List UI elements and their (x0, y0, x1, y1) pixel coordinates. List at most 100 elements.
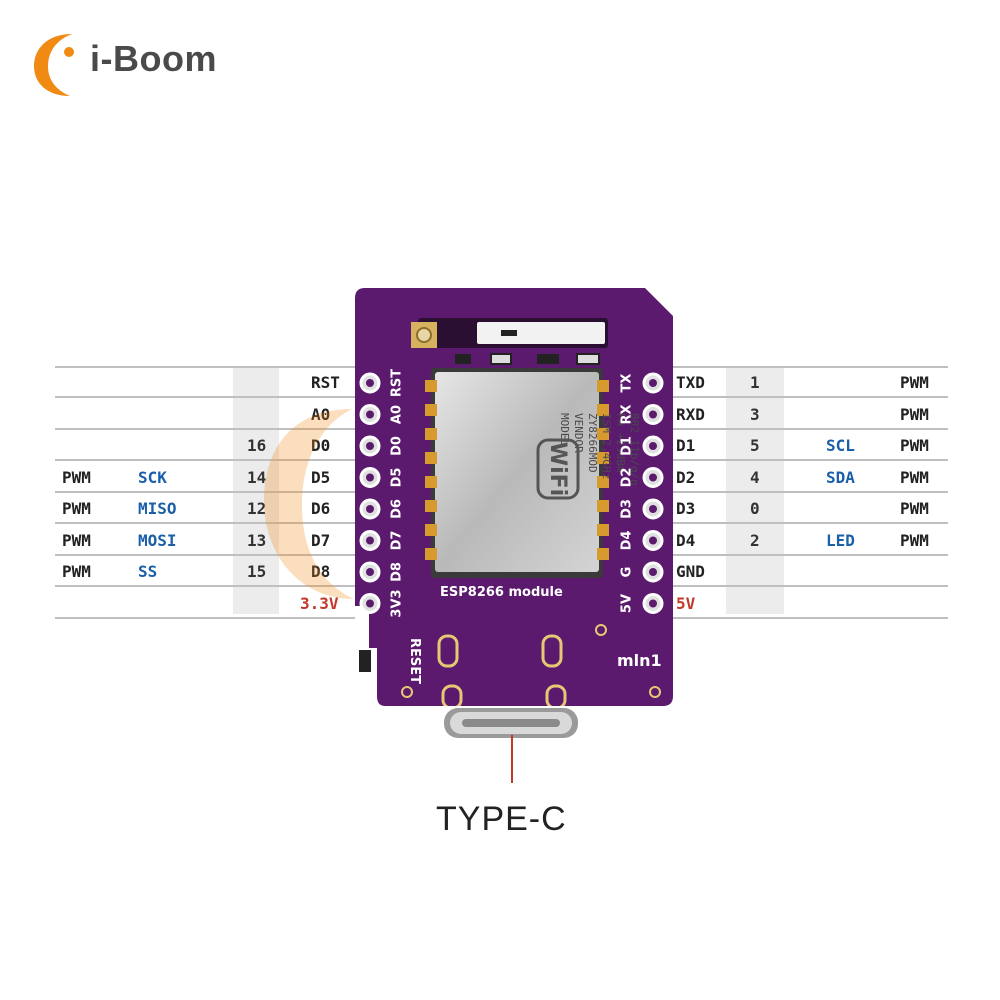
left-pin-label: D7 (311, 530, 331, 550)
reset-button[interactable] (359, 650, 371, 672)
table-row-divider (668, 553, 948, 556)
left-pin-alt-function: MOSI (138, 530, 177, 550)
right-pin-function: PWM (900, 436, 929, 455)
right-pin-alt-function: SCL (826, 436, 855, 455)
silk-label-left: D5 (390, 468, 405, 488)
castellation-pad (597, 452, 609, 464)
svg-text:MODELVENDORZY8266MODISM 2.4GHz: MODELVENDORZY8266MODISM 2.4GHzPA +25dBm8… (558, 413, 641, 486)
table-row-divider (668, 585, 948, 587)
left-pin-function: PWM (62, 562, 91, 581)
table-row-divider (55, 585, 355, 587)
silk-label-left: RST (390, 369, 405, 397)
castellation-pad (597, 428, 609, 440)
left-pin-alt-function: MISO (138, 499, 177, 518)
castellation-pad (597, 524, 609, 536)
table-row-divider (668, 427, 948, 430)
left-pin-label: RST (311, 373, 340, 392)
right-pin-label: RXD (676, 404, 705, 424)
shield-markings: MODELVENDORZY8266MODISM 2.4GHzPA +25dBm8… (558, 413, 641, 486)
right-pin-function: PWM (900, 467, 929, 487)
table-row-divider (55, 427, 355, 430)
left-pin-gpio: 13 (247, 530, 267, 550)
table-row-divider (55, 616, 355, 619)
left-pin-gpio: 12 (247, 499, 267, 518)
castellation-pad (425, 428, 437, 440)
shield-marking-line: MODEL (558, 413, 571, 446)
right-pin-gpio: 2 (750, 530, 760, 550)
table-row-divider (668, 490, 948, 493)
silk-label-right: D3 (620, 499, 635, 519)
castellation-pad (425, 500, 437, 512)
silk-label-right: D2 (620, 468, 635, 488)
castellation-pad (425, 380, 437, 392)
brand-crescent-icon (34, 34, 74, 96)
module-shield (435, 372, 599, 572)
silk-label-right: D4 (620, 531, 635, 551)
table-row-divider (55, 490, 355, 493)
type-c-label: TYPE-C (436, 800, 567, 838)
table-row-divider (668, 459, 948, 461)
silk-label-right: D1 (620, 436, 635, 456)
castellation-pad (425, 404, 437, 416)
right-pin-function: PWM (900, 373, 929, 392)
castellation-pad (597, 500, 609, 512)
shield-marking-line: ISM 2.4GHz (600, 413, 613, 479)
left-pin-label: D8 (311, 562, 331, 581)
antenna-area (477, 322, 605, 344)
left-pin-gpio: 14 (247, 467, 267, 487)
castellation-pad (425, 476, 437, 488)
left-pin-gpio: 15 (247, 562, 267, 581)
right-pin-function: PWM (900, 404, 929, 424)
right-pin-gpio: 3 (750, 404, 760, 424)
type-c-pointer-line (511, 735, 513, 783)
right-pin-gpio: 0 (750, 499, 760, 518)
module-castellations (425, 380, 609, 560)
right-pin-label: D1 (676, 436, 696, 455)
silk-label-left: D0 (390, 436, 405, 456)
type-c-connector (444, 708, 578, 738)
table-row-divider (668, 522, 948, 524)
right-pin-label: D2 (676, 467, 696, 487)
castellation-pad (597, 476, 609, 488)
castellation-pad (425, 548, 437, 560)
silk-label-left: D7 (390, 531, 405, 551)
smd-component (455, 354, 471, 364)
right-pin-gpio: 4 (750, 467, 760, 487)
left-pin-function: PWM (62, 499, 91, 518)
table-row-divider (55, 553, 355, 556)
brand-name: i-Boom (90, 38, 217, 79)
left-pin-function: PWM (62, 467, 91, 487)
wifi-logo-text: WiFi (545, 442, 570, 496)
left-pin-label: D5 (311, 467, 331, 487)
left-pin-label: D0 (311, 436, 331, 455)
silk-label-right: 5V (620, 594, 635, 613)
silk-label-right: RX (620, 404, 635, 424)
left-pin-label: A0 (311, 404, 331, 424)
left-pin-function: PWM (62, 530, 91, 550)
usb-mounting-pads (437, 634, 567, 706)
silk-label-left: D6 (390, 499, 405, 519)
table-row-divider (55, 396, 355, 398)
status-led (490, 353, 512, 365)
left-pin-alt-function: SS (138, 562, 158, 581)
right-pin-label: 5V (676, 593, 696, 613)
reset-label: RESET (407, 638, 422, 684)
module-label: ESP8266 module (440, 585, 563, 600)
left-pin-label: 3.3V (300, 593, 339, 613)
left-pin-label: D6 (311, 499, 331, 518)
table-row-divider (668, 396, 948, 398)
castellation-pad (425, 452, 437, 464)
silk-label-right: G (620, 567, 635, 578)
brand-logo: i-Boom (32, 28, 232, 100)
table-row-divider (55, 522, 355, 524)
silk-label-right: TX (620, 374, 635, 393)
board-brand-label: mln1 (617, 651, 662, 670)
d1-mini-board: MODELVENDORZY8266MODISM 2.4GHzPA +25dBm8… (355, 288, 673, 706)
right-pin-function: PWM (900, 530, 929, 550)
table-top-rule (668, 366, 948, 368)
left-header-pads (359, 372, 381, 614)
smd-component (537, 354, 559, 364)
left-pin-gpio: 16 (247, 436, 267, 455)
